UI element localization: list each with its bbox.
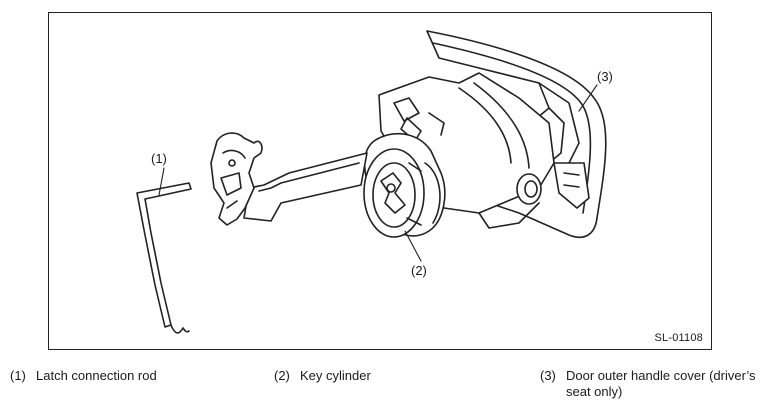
callout-handle-cover: (3) — [597, 69, 613, 84]
figure-code: SL-01108 — [654, 332, 703, 344]
legend-number: (2) — [274, 368, 290, 383]
legend-number: (3) — [540, 368, 556, 383]
rod-clip-shape — [210, 132, 263, 226]
lever-arm-shape — [243, 152, 368, 222]
key-cylinder-illustration — [136, 30, 607, 334]
callout-latch-rod: (1) — [151, 151, 167, 166]
leader-lines — [158, 84, 598, 262]
legend-text: Latch connection rod — [36, 368, 157, 383]
legend-text: Key cylinder — [300, 368, 371, 383]
handle-cover-shape — [426, 30, 607, 239]
callout-key-cylinder: (2) — [411, 263, 427, 278]
latch-rod-shape — [136, 182, 192, 334]
legend-number: (1) — [10, 368, 26, 383]
key-cylinder-shape — [363, 133, 446, 238]
legend-text: Door outer handle cover (driver’s seat o… — [566, 368, 756, 399]
figure-frame: (1) (2) (3) SL-01108 — [48, 12, 712, 350]
